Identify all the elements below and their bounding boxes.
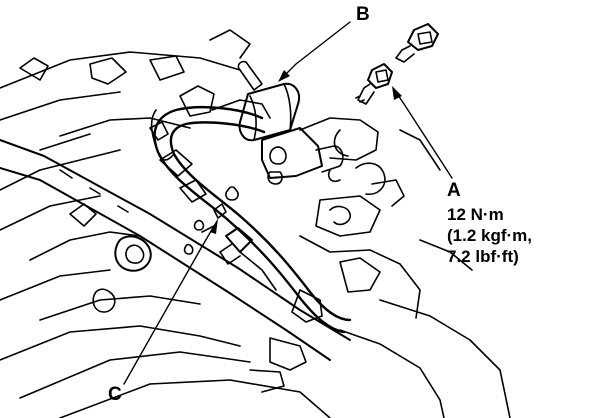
vacuum-hose [149,105,352,334]
intake-manifold-body [0,51,331,418]
torque-spec-line-1: 12 N·m [447,205,504,224]
torque-spec-line-3: 7.2 lbf·ft) [447,247,519,266]
grommet-group [193,186,239,231]
torque-spec: 12 N·m (1.2 kgf·m, 7.2 lbf·ft) [447,204,532,267]
torque-spec-line-2: (1.2 kgf·m, [447,226,533,245]
leader-line-c [123,218,218,385]
leader-line-a [392,86,453,179]
callout-a: A [447,180,461,201]
mounting-bolt-installed [355,63,393,105]
callout-c: C [108,384,122,405]
throttle-body-area [179,29,511,418]
callout-b: B [356,4,370,25]
leader-line-b [278,21,351,82]
solenoid-valve [219,60,344,291]
mounting-bolt-loose [395,23,439,63]
intake-runner [0,139,351,361]
